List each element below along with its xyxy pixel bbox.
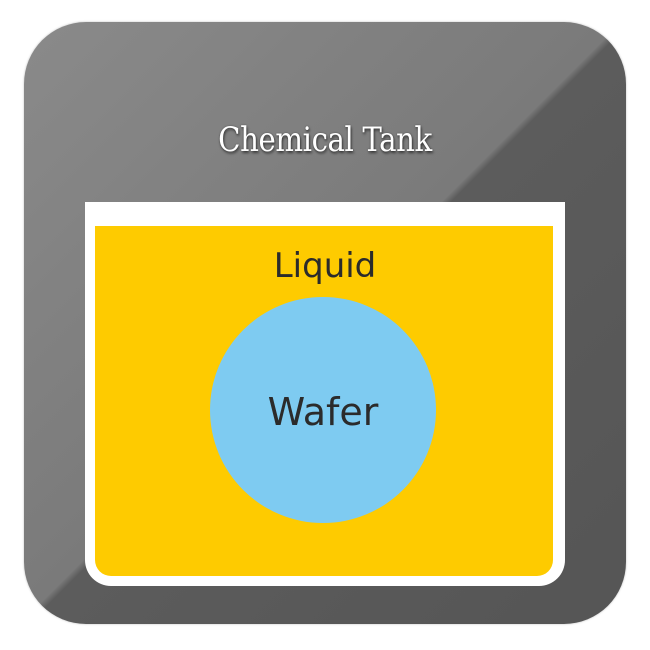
diagram-title: Chemical Tank <box>218 120 432 160</box>
liquid-label: Liquid <box>273 246 377 286</box>
wafer-circle <box>210 297 436 523</box>
wafer-label: Wafer <box>267 390 379 434</box>
